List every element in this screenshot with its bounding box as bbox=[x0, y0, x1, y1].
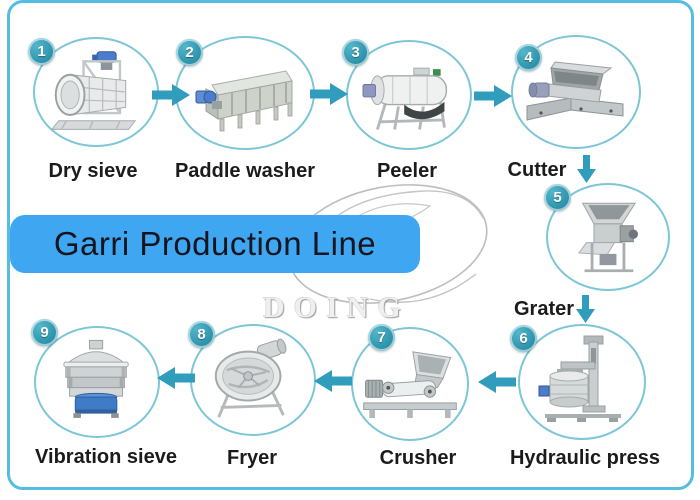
step-badge: 2 bbox=[176, 39, 203, 66]
machine-label-vibration-sieve: Vibration sieve bbox=[35, 446, 177, 468]
machine-label-crusher: Crusher bbox=[379, 447, 457, 469]
hydraulic-press-machine-image bbox=[538, 335, 621, 422]
station-6-hydraulic-press bbox=[518, 324, 646, 440]
machine-label-cutter: Cutter bbox=[507, 159, 567, 181]
doing-watermark-text: DOING bbox=[263, 291, 410, 324]
station-9-vibration-sieve bbox=[34, 326, 160, 438]
step-badge: 8 bbox=[188, 321, 215, 348]
station-8-fryer bbox=[190, 324, 316, 436]
crusher-machine-image bbox=[363, 351, 457, 419]
flow-arrow-left-icon bbox=[478, 371, 516, 393]
station-1-dry-sieve bbox=[33, 37, 159, 147]
machine-label-grater: Grater bbox=[513, 298, 575, 320]
station-7-crusher bbox=[351, 327, 469, 441]
station-4-cutter bbox=[511, 35, 641, 149]
flow-arrow-left-icon bbox=[314, 370, 352, 392]
step-badge: 6 bbox=[510, 325, 537, 352]
flow-arrow-left-icon bbox=[157, 367, 195, 389]
flow-arrow-right-icon bbox=[152, 84, 190, 106]
cutter-machine-image bbox=[526, 61, 624, 121]
machine-label-fryer: Fryer bbox=[226, 447, 278, 469]
flow-arrow-right-icon bbox=[474, 85, 512, 107]
paddle-washer-machine-image bbox=[195, 70, 293, 132]
machine-label-peeler: Peeler bbox=[376, 160, 438, 182]
machine-label-paddle-washer: Paddle washer bbox=[174, 160, 316, 182]
step-badge: 5 bbox=[544, 184, 571, 211]
dry-sieve-machine-image bbox=[50, 51, 137, 130]
step-badge: 3 bbox=[342, 39, 369, 66]
step-badge: 4 bbox=[515, 44, 542, 71]
flow-arrow-down-icon bbox=[577, 155, 596, 183]
grater-machine-image bbox=[578, 202, 638, 273]
flow-arrow-down-icon bbox=[576, 295, 595, 323]
step-badge: 9 bbox=[31, 319, 58, 346]
vibration-sieve-machine-image bbox=[63, 339, 129, 418]
machine-label-hydraulic-press: Hydraulic press bbox=[509, 447, 661, 469]
flow-arrow-right-icon bbox=[310, 83, 348, 105]
step-badge: 7 bbox=[368, 324, 395, 351]
title-banner: Garri Production Line bbox=[10, 215, 420, 273]
machine-label-dry-sieve: Dry sieve bbox=[48, 160, 138, 182]
peeler-machine-image bbox=[362, 67, 448, 130]
page-border-frame bbox=[7, 0, 694, 490]
step-badge: 1 bbox=[28, 38, 55, 65]
fryer-machine-image bbox=[214, 338, 287, 418]
